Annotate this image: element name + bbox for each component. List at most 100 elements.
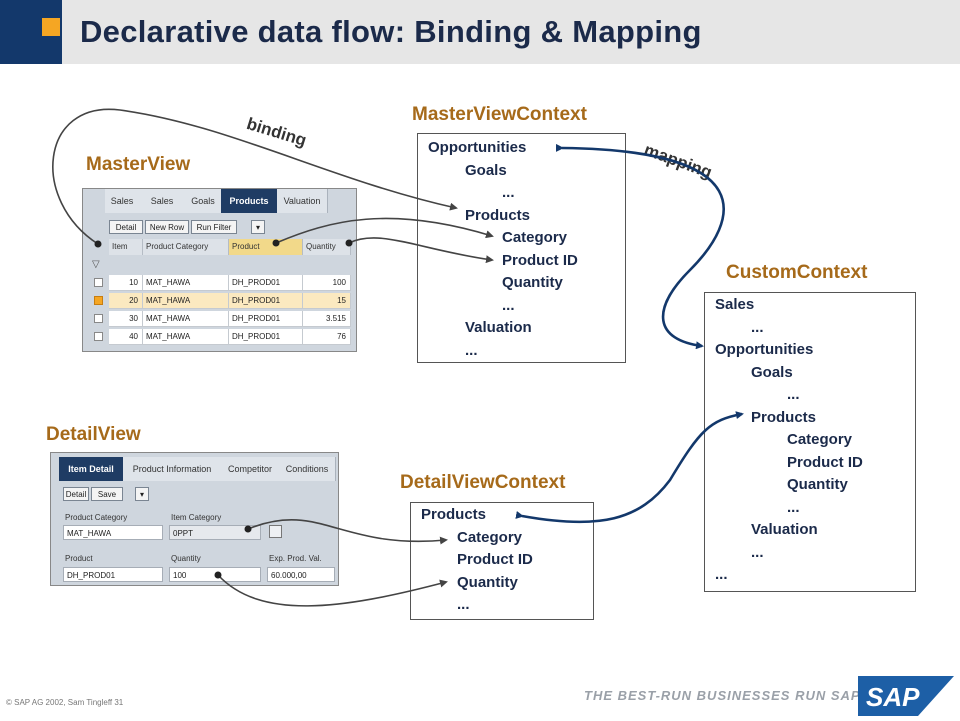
tree-node: Product ID — [502, 251, 578, 269]
table-cell[interactable]: DH_PROD01 — [229, 275, 303, 291]
detail-toolbar-button[interactable]: Save — [91, 487, 123, 501]
footer-copyright: © SAP AG 2002, Sam Tingleff 31 — [6, 698, 124, 707]
master-column-header[interactable]: Item — [109, 239, 143, 255]
table-cell[interactable]: 20 — [109, 293, 143, 309]
tree-node: Product ID — [787, 453, 863, 471]
table-cell[interactable]: DH_PROD01 — [229, 329, 303, 345]
footer-copyright-text: SAP AG 2002, Sam Tingleff 31 — [14, 698, 124, 707]
tree-node: Products — [465, 206, 531, 224]
tree-node: Product ID — [457, 551, 533, 568]
tree-node: Quantity — [787, 476, 848, 493]
detail-tab[interactable]: Competitor — [221, 457, 280, 481]
sap-logo: SAP — [858, 676, 954, 716]
field-label-exp-prod-val: Exp. Prod. Val. — [269, 554, 322, 563]
header-band — [0, 0, 960, 64]
tree-node: Quantity — [502, 274, 563, 291]
row-selector[interactable] — [94, 314, 103, 323]
table-cell[interactable]: MAT_HAWA — [143, 275, 229, 291]
tree-node: Opportunities — [428, 139, 527, 156]
label-detail-view-context: DetailViewContext — [400, 472, 566, 493]
tree-node: ... — [715, 566, 728, 583]
field-label-product: Product — [65, 554, 93, 563]
label-custom-context: CustomContext — [726, 262, 868, 283]
master-tab[interactable]: Products — [221, 189, 278, 213]
label-mapping: mapping — [641, 140, 715, 183]
row-selector[interactable] — [94, 278, 103, 287]
slide-title: Declarative data flow: Binding & Mapping — [80, 14, 702, 49]
table-cell[interactable]: DH_PROD01 — [229, 293, 303, 309]
master-tab[interactable]: Goals — [185, 189, 222, 213]
tree-node: Sales — [715, 296, 755, 313]
master-toolbar-menu-icon[interactable]: ▾ — [251, 220, 265, 234]
sap-logo-text: SAP — [866, 682, 920, 712]
master-column-header[interactable]: Product Category — [143, 239, 229, 255]
header-orange-square — [42, 18, 60, 36]
table-cell[interactable]: 15 — [303, 293, 351, 309]
filter-icon[interactable]: ▽ — [92, 259, 100, 270]
tree-node: Products — [421, 506, 487, 523]
master-tab[interactable]: Sales Team — [139, 189, 186, 230]
field-label-product-category: Product Category — [65, 513, 128, 522]
label-detail-view: DetailView — [46, 424, 141, 445]
field-exp-prod-val[interactable]: 60.000,00 — [267, 567, 335, 582]
tree-node: ... — [787, 498, 800, 516]
tree-node: ... — [751, 318, 764, 336]
table-cell[interactable]: 100 — [303, 275, 351, 291]
tree-node: Quantity — [457, 573, 518, 591]
detail-tab[interactable]: Conditions — [279, 457, 336, 481]
field-label-item-category: Item Category — [171, 513, 222, 522]
tree-node: Valuation — [465, 319, 532, 336]
tree-node: ... — [502, 184, 515, 201]
detail-tab[interactable]: Item Detail — [59, 457, 124, 481]
value-help-icon[interactable] — [269, 525, 282, 538]
tree-node: ... — [502, 296, 515, 314]
tree-node: Category — [502, 229, 568, 246]
label-master-view: MasterView — [86, 154, 191, 175]
table-cell[interactable]: 40 — [109, 329, 143, 345]
master-tab[interactable]: Sales — [105, 189, 140, 213]
field-quantity[interactable]: 100 — [169, 567, 261, 582]
tree-node: Opportunities — [715, 341, 814, 358]
footer-slogan: THE BEST-RUN BUSINESSES RUN SAP — [584, 688, 861, 703]
tree-node: ... — [465, 341, 478, 359]
tree-node: Goals — [465, 161, 507, 179]
row-selector[interactable] — [94, 332, 103, 341]
tree-node: Valuation — [751, 521, 818, 538]
field-product[interactable]: DH_PROD01 — [63, 567, 163, 582]
tree-node: Products — [751, 408, 817, 426]
field-item-category[interactable]: 0PPT — [169, 525, 261, 540]
table-cell[interactable]: MAT_HAWA — [143, 311, 229, 327]
detail-toolbar-menu-icon[interactable]: ▾ — [135, 487, 149, 501]
field-product-category[interactable]: MAT_HAWA — [63, 525, 163, 540]
master-toolbar-button[interactable]: Run Filter — [191, 220, 237, 234]
table-cell[interactable]: MAT_HAWA — [143, 293, 229, 309]
master-toolbar-button[interactable]: Detail — [109, 220, 143, 234]
master-toolbar-button[interactable]: New Row — [145, 220, 189, 234]
master-column-header[interactable]: Quantity — [303, 239, 351, 255]
table-cell[interactable]: MAT_HAWA — [143, 329, 229, 345]
tree-node: Goals — [751, 363, 793, 381]
tree-node: Category — [457, 528, 523, 546]
master-tab[interactable]: Valuation — [277, 189, 328, 213]
field-label-quantity: Quantity — [171, 554, 201, 563]
tree-node: Category — [787, 431, 853, 448]
label-binding: binding — [244, 114, 309, 151]
detail-tab[interactable]: Product Information — [123, 457, 222, 481]
label-master-view-context: MasterViewContext — [412, 104, 587, 125]
table-cell[interactable]: 30 — [109, 311, 143, 327]
table-cell[interactable]: DH_PROD01 — [229, 311, 303, 327]
table-cell[interactable]: 10 — [109, 275, 143, 291]
table-cell[interactable]: 3.515 — [303, 311, 351, 327]
master-column-header[interactable]: Product — [229, 239, 303, 255]
detail-toolbar-button[interactable]: Detail — [63, 487, 89, 501]
row-selector[interactable] — [94, 296, 103, 305]
tree-node: ... — [751, 543, 764, 561]
table-cell[interactable]: 76 — [303, 329, 351, 345]
tree-node: ... — [457, 596, 470, 613]
tree-node: ... — [787, 386, 800, 403]
